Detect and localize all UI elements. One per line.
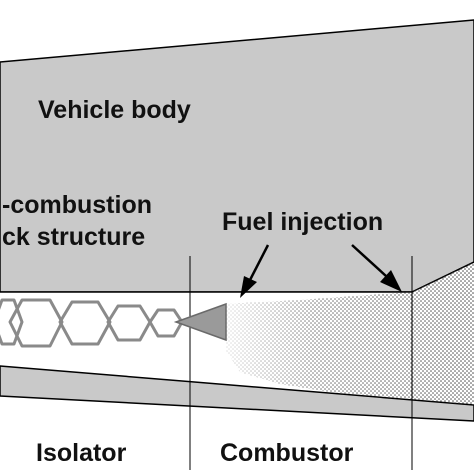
shock-arrowhead-icon bbox=[173, 302, 227, 342]
shock-train bbox=[0, 298, 184, 348]
vehicle-body bbox=[0, 19, 474, 293]
precombustion-label-line1: -combustion bbox=[2, 191, 152, 219]
shock-cell-1 bbox=[0, 298, 24, 346]
fuel-injection-label: Fuel injection bbox=[222, 208, 383, 236]
fuel-arrow-left-arrowhead-icon bbox=[240, 276, 257, 298]
fuel-arrow-left-shaft bbox=[248, 244, 270, 281]
isolator-label: Isolator bbox=[36, 439, 127, 467]
shock-cell-3 bbox=[58, 300, 112, 346]
combustor-label: Combustor bbox=[220, 439, 354, 467]
shock-cell-2 bbox=[8, 298, 64, 348]
fuel-arrow-right-shaft bbox=[351, 244, 387, 277]
fuel-injection-arrows bbox=[240, 244, 402, 298]
lower-cowl bbox=[0, 365, 474, 422]
vehicle-body-label: Vehicle body bbox=[38, 96, 191, 124]
fuel-arrow-right-arrowhead-icon bbox=[380, 270, 402, 292]
precombustion-label-line2: ck structure bbox=[2, 223, 145, 251]
